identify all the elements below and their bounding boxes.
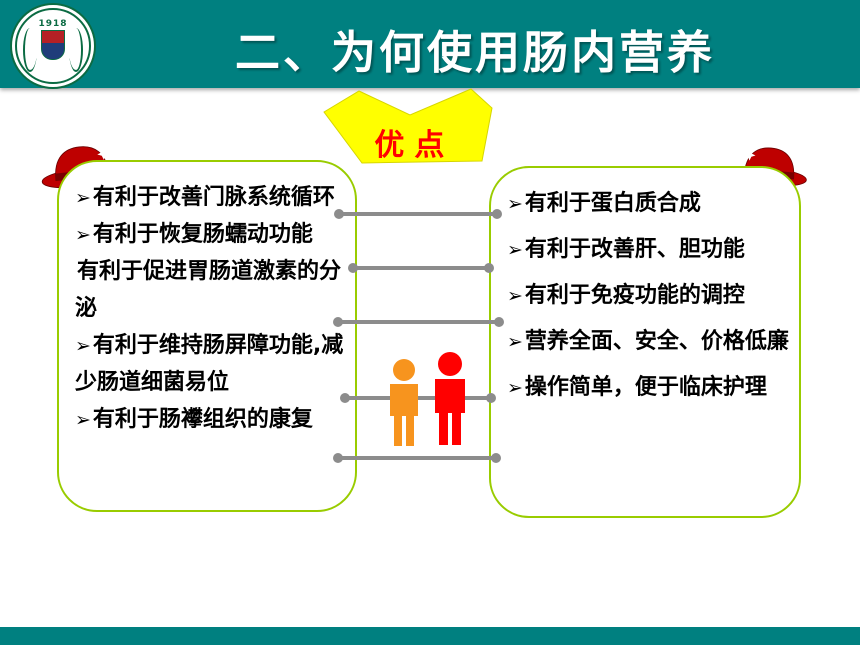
laurel-left-icon <box>23 28 37 72</box>
arrow-bullet-icon: ➢ <box>75 223 91 246</box>
list-item-text: 营养全面、安全、价格低廉 <box>524 328 789 354</box>
left-panel-list: ➢有利于改善门脉系统循环 ➢有利于恢复肠蠕动功能 有利于促进胃肠道激素的分泌 ➢… <box>59 162 355 439</box>
slide-footer <box>0 627 860 645</box>
banner-label: 优点 <box>374 128 455 163</box>
banner-ribbon-icon <box>323 88 493 164</box>
list-item-text: 有利于维持肠屏障功能,减少肠道细菌易位 <box>75 332 344 395</box>
list-item: ➢有利于免疫功能的调控 <box>507 278 791 315</box>
arrow-bullet-icon: ➢ <box>507 330 523 353</box>
slide-title: 二、为何使用肠内营养 <box>234 26 715 79</box>
person-red-icon <box>435 352 465 445</box>
list-item: ➢操作简单，便于临床护理 <box>507 370 791 407</box>
arrow-bullet-icon: ➢ <box>507 193 523 215</box>
connector-line <box>333 453 501 463</box>
list-item: ➢营养全面、安全、价格低廉 <box>507 324 791 361</box>
right-panel: ➢有利于蛋白质合成 ➢有利于改善肝、胆功能 ➢有利于免疫功能的调控 ➢营养全面、… <box>489 166 801 518</box>
person-orange-icon <box>390 359 418 446</box>
list-item: ➢有利于维持肠屏障功能,减少肠道细菌易位 <box>75 328 347 402</box>
list-item-text: 有利于蛋白质合成 <box>524 191 701 216</box>
left-panel: ➢有利于改善门脉系统循环 ➢有利于恢复肠蠕动功能 有利于促进胃肠道激素的分泌 ➢… <box>57 160 357 512</box>
list-item-text: 操作简单，便于临床护理 <box>524 374 767 400</box>
list-item: ➢有利于改善门脉系统循环 <box>75 180 347 217</box>
people-figures <box>383 350 483 468</box>
list-item: ➢有利于肠襻组织的康复 <box>75 402 347 439</box>
logo-year-text: 1918 <box>38 19 68 29</box>
arrow-bullet-icon: ➢ <box>75 334 91 357</box>
list-item: ➢有利于恢复肠蠕动功能 <box>75 217 347 254</box>
connector-line <box>334 209 502 219</box>
connector-line <box>333 317 504 327</box>
list-item-text: 有利于改善肝、胆功能 <box>524 236 745 262</box>
arrow-bullet-icon: ➢ <box>507 376 523 399</box>
list-item: ➢有利于蛋白质合成 <box>507 186 791 223</box>
list-item-text: 有利于免疫功能的调控 <box>524 282 745 308</box>
list-item-text: 有利于促进胃肠道激素的分泌 <box>75 258 342 321</box>
slide-header: 二、为何使用肠内营养 <box>0 0 860 88</box>
arrow-bullet-icon: ➢ <box>507 238 523 261</box>
laurel-right-icon <box>69 28 83 72</box>
list-item-text: 有利于恢复肠蠕动功能 <box>92 221 313 247</box>
list-item: 有利于促进胃肠道激素的分泌 <box>75 254 347 328</box>
arrow-bullet-icon: ➢ <box>507 284 523 307</box>
arrow-bullet-icon: ➢ <box>75 187 91 209</box>
arrow-bullet-icon: ➢ <box>75 408 91 431</box>
right-panel-list: ➢有利于蛋白质合成 ➢有利于改善肝、胆功能 ➢有利于免疫功能的调控 ➢营养全面、… <box>491 168 799 407</box>
connector-line <box>348 263 494 273</box>
advantages-banner: 优点 <box>322 88 494 166</box>
list-item-text: 有利于改善门脉系统循环 <box>92 185 335 210</box>
list-item-text: 有利于肠襻组织的康复 <box>92 406 313 432</box>
logo-shield-icon <box>41 30 65 60</box>
hospital-logo: 1918 <box>10 3 96 89</box>
list-item: ➢有利于改善肝、胆功能 <box>507 232 791 269</box>
logo-emblem: 1918 <box>15 8 91 84</box>
